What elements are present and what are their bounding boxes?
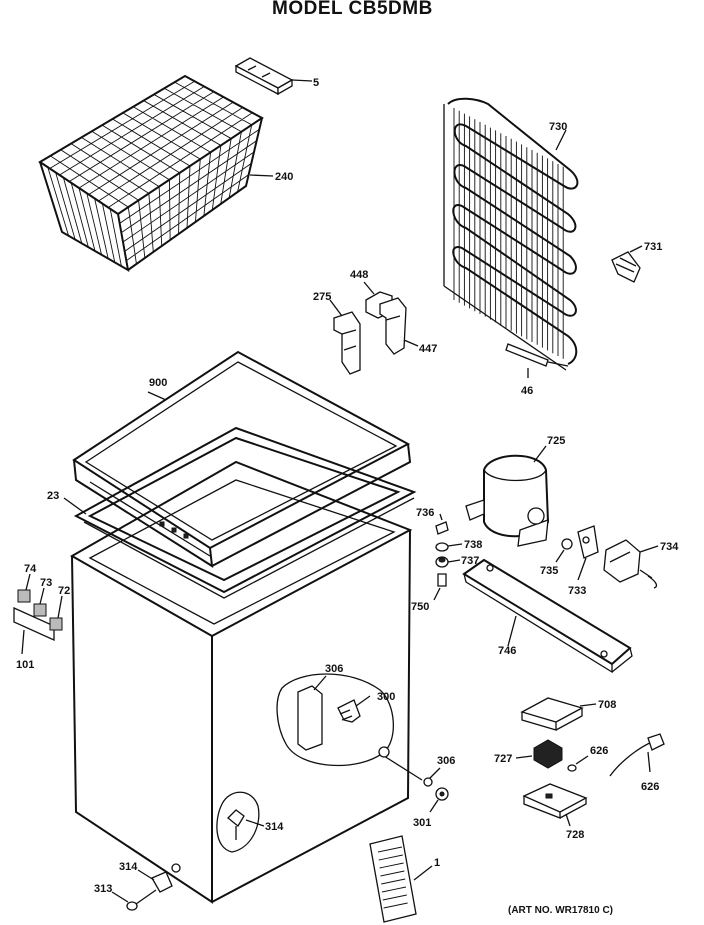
part-900-lid — [72, 350, 412, 568]
label-240: 240 — [275, 171, 293, 183]
art-number: (ART NO. WR17810 C) — [508, 905, 614, 916]
label-5: 5 — [313, 77, 319, 89]
label-734: 734 — [660, 541, 679, 553]
label-300: 300 — [377, 691, 395, 703]
model-title: MODEL CB5DMB — [272, 0, 433, 19]
part-46-drier — [505, 343, 569, 378]
label-275: 275 — [313, 291, 331, 303]
label-1: 1 — [434, 857, 440, 869]
part-306-300-latch — [276, 673, 441, 781]
label-101: 101 — [16, 659, 34, 671]
part-626-power-cord — [609, 733, 665, 777]
label-23: 23 — [47, 490, 59, 502]
label-750: 750 — [411, 601, 429, 613]
label-728: 728 — [566, 829, 584, 841]
part-240-wire-basket — [38, 74, 274, 272]
part-730-condenser — [443, 97, 579, 371]
cabinet-body — [69, 460, 413, 904]
label-314b: 314 — [119, 861, 138, 873]
part-626-screw — [567, 755, 589, 772]
label-626b: 626 — [641, 781, 659, 793]
label-735: 735 — [540, 565, 558, 577]
label-725: 725 — [547, 435, 565, 447]
label-447: 447 — [419, 343, 437, 355]
part-725-compressor — [465, 445, 550, 547]
label-73: 73 — [40, 577, 52, 589]
label-727: 727 — [494, 753, 512, 765]
part-301-screw — [423, 777, 449, 813]
part-731-clip — [611, 245, 643, 283]
part-314-clip — [216, 791, 265, 853]
part-728-bracket — [522, 783, 588, 827]
label-301: 301 — [413, 817, 431, 829]
part-314-313-leveler — [111, 863, 181, 911]
label-306a: 306 — [325, 663, 343, 675]
part-23-gasket — [63, 426, 417, 599]
label-72: 72 — [58, 585, 70, 597]
label-746: 746 — [498, 645, 516, 657]
label-306b: 306 — [437, 755, 455, 767]
label-730: 730 — [549, 121, 567, 133]
label-626a: 626 — [590, 745, 608, 757]
part-1-owners-manual — [369, 835, 433, 923]
label-733: 733 — [568, 585, 586, 597]
label-731: 731 — [644, 241, 662, 253]
parts-control-knobs — [13, 573, 63, 655]
label-314a: 314 — [265, 821, 284, 833]
label-74: 74 — [24, 563, 37, 575]
label-313: 313 — [94, 883, 112, 895]
label-708: 708 — [598, 699, 616, 711]
label-46: 46 — [521, 385, 533, 397]
parts-relay-overload — [555, 525, 659, 589]
part-275-hinge — [329, 299, 361, 375]
label-736: 736 — [416, 507, 434, 519]
label-448: 448 — [350, 269, 368, 281]
label-737: 737 — [461, 555, 479, 567]
label-900: 900 — [149, 377, 167, 389]
parts-mounting-grommets — [433, 513, 463, 601]
part-727-relay — [515, 739, 563, 769]
part-5-basket-hanger — [234, 57, 313, 96]
part-746-base-plate — [462, 558, 633, 674]
part-708-cover — [520, 697, 597, 731]
label-738: 738 — [464, 539, 482, 551]
part-447-hinge — [379, 297, 419, 355]
